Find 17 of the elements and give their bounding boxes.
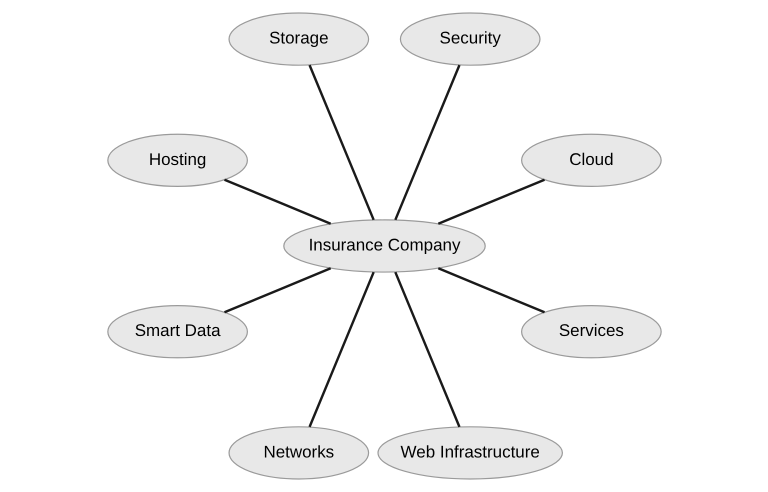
node-ellipse: Insurance Company xyxy=(282,219,486,273)
connector xyxy=(437,267,544,314)
node-ellipse: Storage xyxy=(228,12,369,66)
node-ellipse: Web Infrastructure xyxy=(376,426,562,480)
node-ellipse: Networks xyxy=(228,426,369,480)
connector xyxy=(308,272,374,428)
connector xyxy=(437,178,544,225)
connector xyxy=(224,178,331,225)
node-ellipse: Hosting xyxy=(106,134,248,187)
node-ellipse: Cloud xyxy=(520,134,662,187)
connector xyxy=(394,272,460,428)
node-ellipse: Services xyxy=(520,305,662,358)
connector xyxy=(394,64,460,220)
node-ellipse: Security xyxy=(399,12,540,66)
connector xyxy=(308,64,374,220)
connector xyxy=(224,267,331,314)
node-ellipse: Smart Data xyxy=(106,305,248,358)
